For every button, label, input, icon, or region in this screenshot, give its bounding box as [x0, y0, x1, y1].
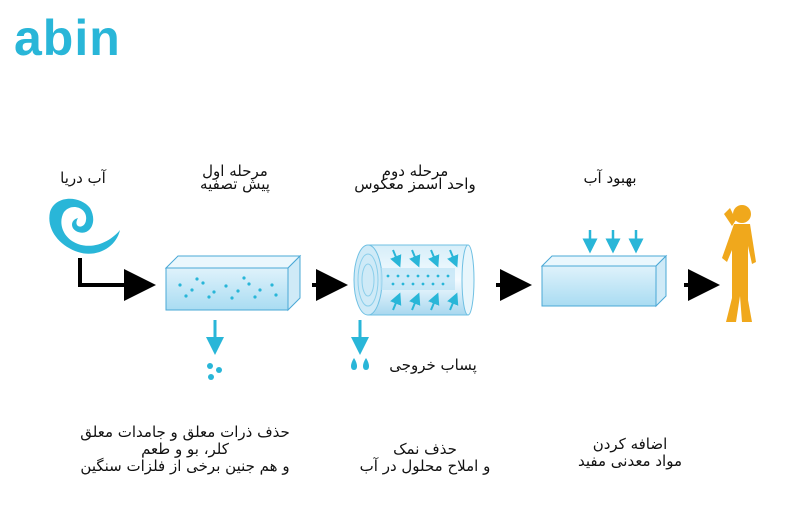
mineral-add-arrows — [582, 230, 644, 254]
ro-desc-line1: حذف نمک — [393, 440, 457, 458]
abin-logo: abin — [14, 10, 121, 66]
improvement-desc-line2: مواد معدنی مفید — [577, 452, 682, 470]
stage-1-title: مرحله اول — [202, 162, 268, 180]
pretreatment-desc-line3: و هم جنین برخی از فلزات سنگین — [80, 457, 290, 475]
stage-improvement-label: بهبود آب — [583, 169, 637, 187]
water-drops-icon — [351, 358, 369, 370]
seawater-feed-arrow — [78, 258, 156, 301]
pretreatment-desc-line2: کلر، بو و طعم — [141, 440, 229, 458]
stage-2-subtitle: واحد اسمز معکوس — [354, 175, 476, 193]
ro-desc-line2: و املاح محلول در آب — [359, 457, 491, 475]
stage-2-title: مرحله دوم — [381, 162, 449, 180]
stage-1-subtitle: پیش تصفیه — [200, 175, 270, 193]
improvement-desc-line1: اضافه کردن — [592, 435, 668, 453]
drinking-person-icon — [722, 205, 756, 322]
sea-wave-icon — [49, 198, 121, 254]
reject-water-label: پساب خروجی — [389, 356, 477, 374]
pretreatment-desc-line1: حذف ذرات معلق و جامدات معلق — [80, 423, 290, 441]
solids-particles-icon — [207, 363, 222, 380]
ro-membrane-icon — [353, 244, 475, 316]
stage-seawater-label: آب دریا — [60, 169, 106, 187]
mineral-tank-icon — [540, 254, 668, 308]
water-tank-icon — [164, 254, 302, 312]
